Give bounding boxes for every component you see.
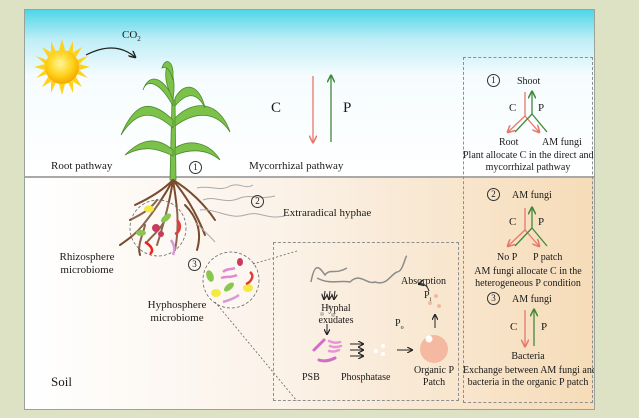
co2-label: CO2 bbox=[122, 29, 141, 44]
legend-1-p: P bbox=[538, 102, 545, 114]
exudate-dots bbox=[320, 305, 335, 317]
inset-connector-lower bbox=[214, 301, 298, 402]
extraradical-hyphae-label: Extraradical hyphae bbox=[283, 207, 372, 219]
maize-plant-icon bbox=[120, 61, 231, 181]
mycorrhizal-pathway-label: Mycorrhizal pathway bbox=[249, 160, 344, 172]
co2-arrow bbox=[85, 47, 135, 57]
legend-1-number: 1 bbox=[487, 74, 500, 87]
legend-box bbox=[463, 57, 593, 403]
inset-hyphae bbox=[310, 255, 408, 284]
psb-bacteria-icon bbox=[312, 338, 343, 363]
extraradical-hyphae bbox=[194, 184, 286, 243]
absorption-label: Absorption bbox=[401, 276, 446, 287]
legend-2-c: C bbox=[509, 216, 517, 228]
legend-1-c: C bbox=[509, 102, 517, 114]
exudate-arrows bbox=[324, 290, 335, 334]
top-p-label: P bbox=[343, 100, 352, 116]
legend-1-top: Shoot bbox=[517, 76, 541, 87]
sun-icon bbox=[34, 39, 90, 95]
organic-p-inset-box bbox=[273, 242, 459, 401]
hyphosphere-microbiome-circle bbox=[202, 251, 260, 309]
phosphatase-label: Phosphatase bbox=[341, 372, 391, 383]
phosphatase-arrows bbox=[350, 344, 412, 356]
legend-1-right: AM fungi bbox=[542, 137, 582, 148]
phosphatase-dots bbox=[374, 344, 385, 356]
legend-1-diagram bbox=[508, 92, 548, 132]
psb-label: PSB bbox=[302, 372, 320, 383]
legend-3-number: 3 bbox=[487, 292, 500, 305]
marker-3: 3 bbox=[188, 258, 201, 271]
legend-3-top: AM fungi bbox=[512, 294, 552, 305]
legend-2-number: 2 bbox=[487, 188, 500, 201]
legend-3-c: C bbox=[510, 321, 518, 333]
marker-1: 1 bbox=[189, 161, 202, 174]
rhizosphere-microbiome-circle bbox=[129, 199, 187, 257]
legend-1-left: Root bbox=[499, 137, 519, 148]
legend-3-diagram bbox=[525, 310, 534, 346]
legend-2-top: AM fungi bbox=[512, 190, 552, 201]
soil-region bbox=[25, 176, 594, 409]
top-c-label: C bbox=[271, 100, 282, 116]
legend-3-p: P bbox=[541, 321, 548, 333]
sky-region bbox=[25, 10, 594, 176]
legend-2-right: P patch bbox=[533, 252, 563, 263]
legend-2-left: No P bbox=[497, 252, 518, 263]
legend-3-bottom: Bacteria bbox=[511, 351, 545, 362]
marker-2: 2 bbox=[251, 195, 264, 208]
organic-p-patch-icon bbox=[420, 335, 448, 363]
root-pathway-label: Root pathway bbox=[51, 160, 113, 172]
figure-panel: CO2 Root pathway Mycorrhizal pathway C P… bbox=[24, 9, 595, 410]
legend-2-p: P bbox=[538, 216, 545, 228]
pi-label: Pi bbox=[424, 290, 432, 303]
legend-2-diagram bbox=[508, 208, 548, 246]
soil-label: Soil bbox=[51, 374, 72, 389]
diagram-artwork bbox=[34, 39, 548, 402]
po-label: Po bbox=[395, 318, 404, 331]
absorption-arrow bbox=[419, 284, 430, 292]
pi-dots bbox=[428, 294, 441, 308]
